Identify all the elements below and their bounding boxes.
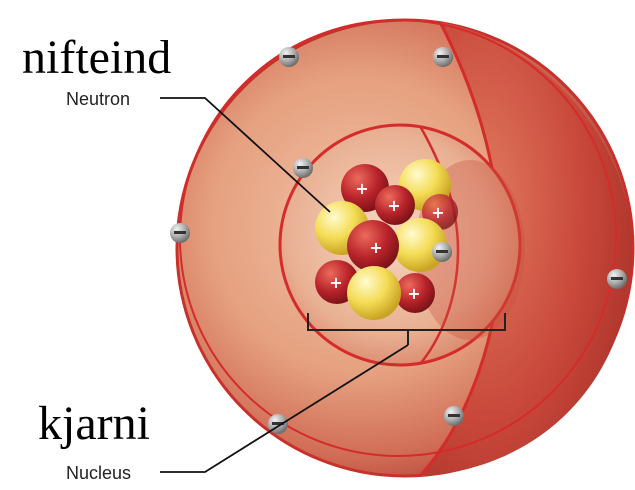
electron [279, 47, 299, 67]
nucleus-translation-label: kjarni [38, 400, 150, 448]
neutron-particle [347, 266, 401, 320]
neutron-label: Neutron [66, 90, 130, 108]
electron [433, 47, 453, 67]
electron [293, 158, 313, 178]
proton-sign: + [387, 196, 400, 215]
proton-sign: + [369, 238, 382, 257]
electron [444, 406, 464, 426]
proton-sign: + [431, 203, 444, 222]
proton-sign: + [407, 284, 420, 303]
neutron-translation-label: nifteind [22, 34, 171, 82]
electron [607, 269, 627, 289]
proton-sign: + [355, 179, 368, 198]
proton-sign: + [329, 273, 342, 292]
electron [432, 242, 452, 262]
electron [170, 223, 190, 243]
nucleus-label: Nucleus [66, 464, 131, 482]
